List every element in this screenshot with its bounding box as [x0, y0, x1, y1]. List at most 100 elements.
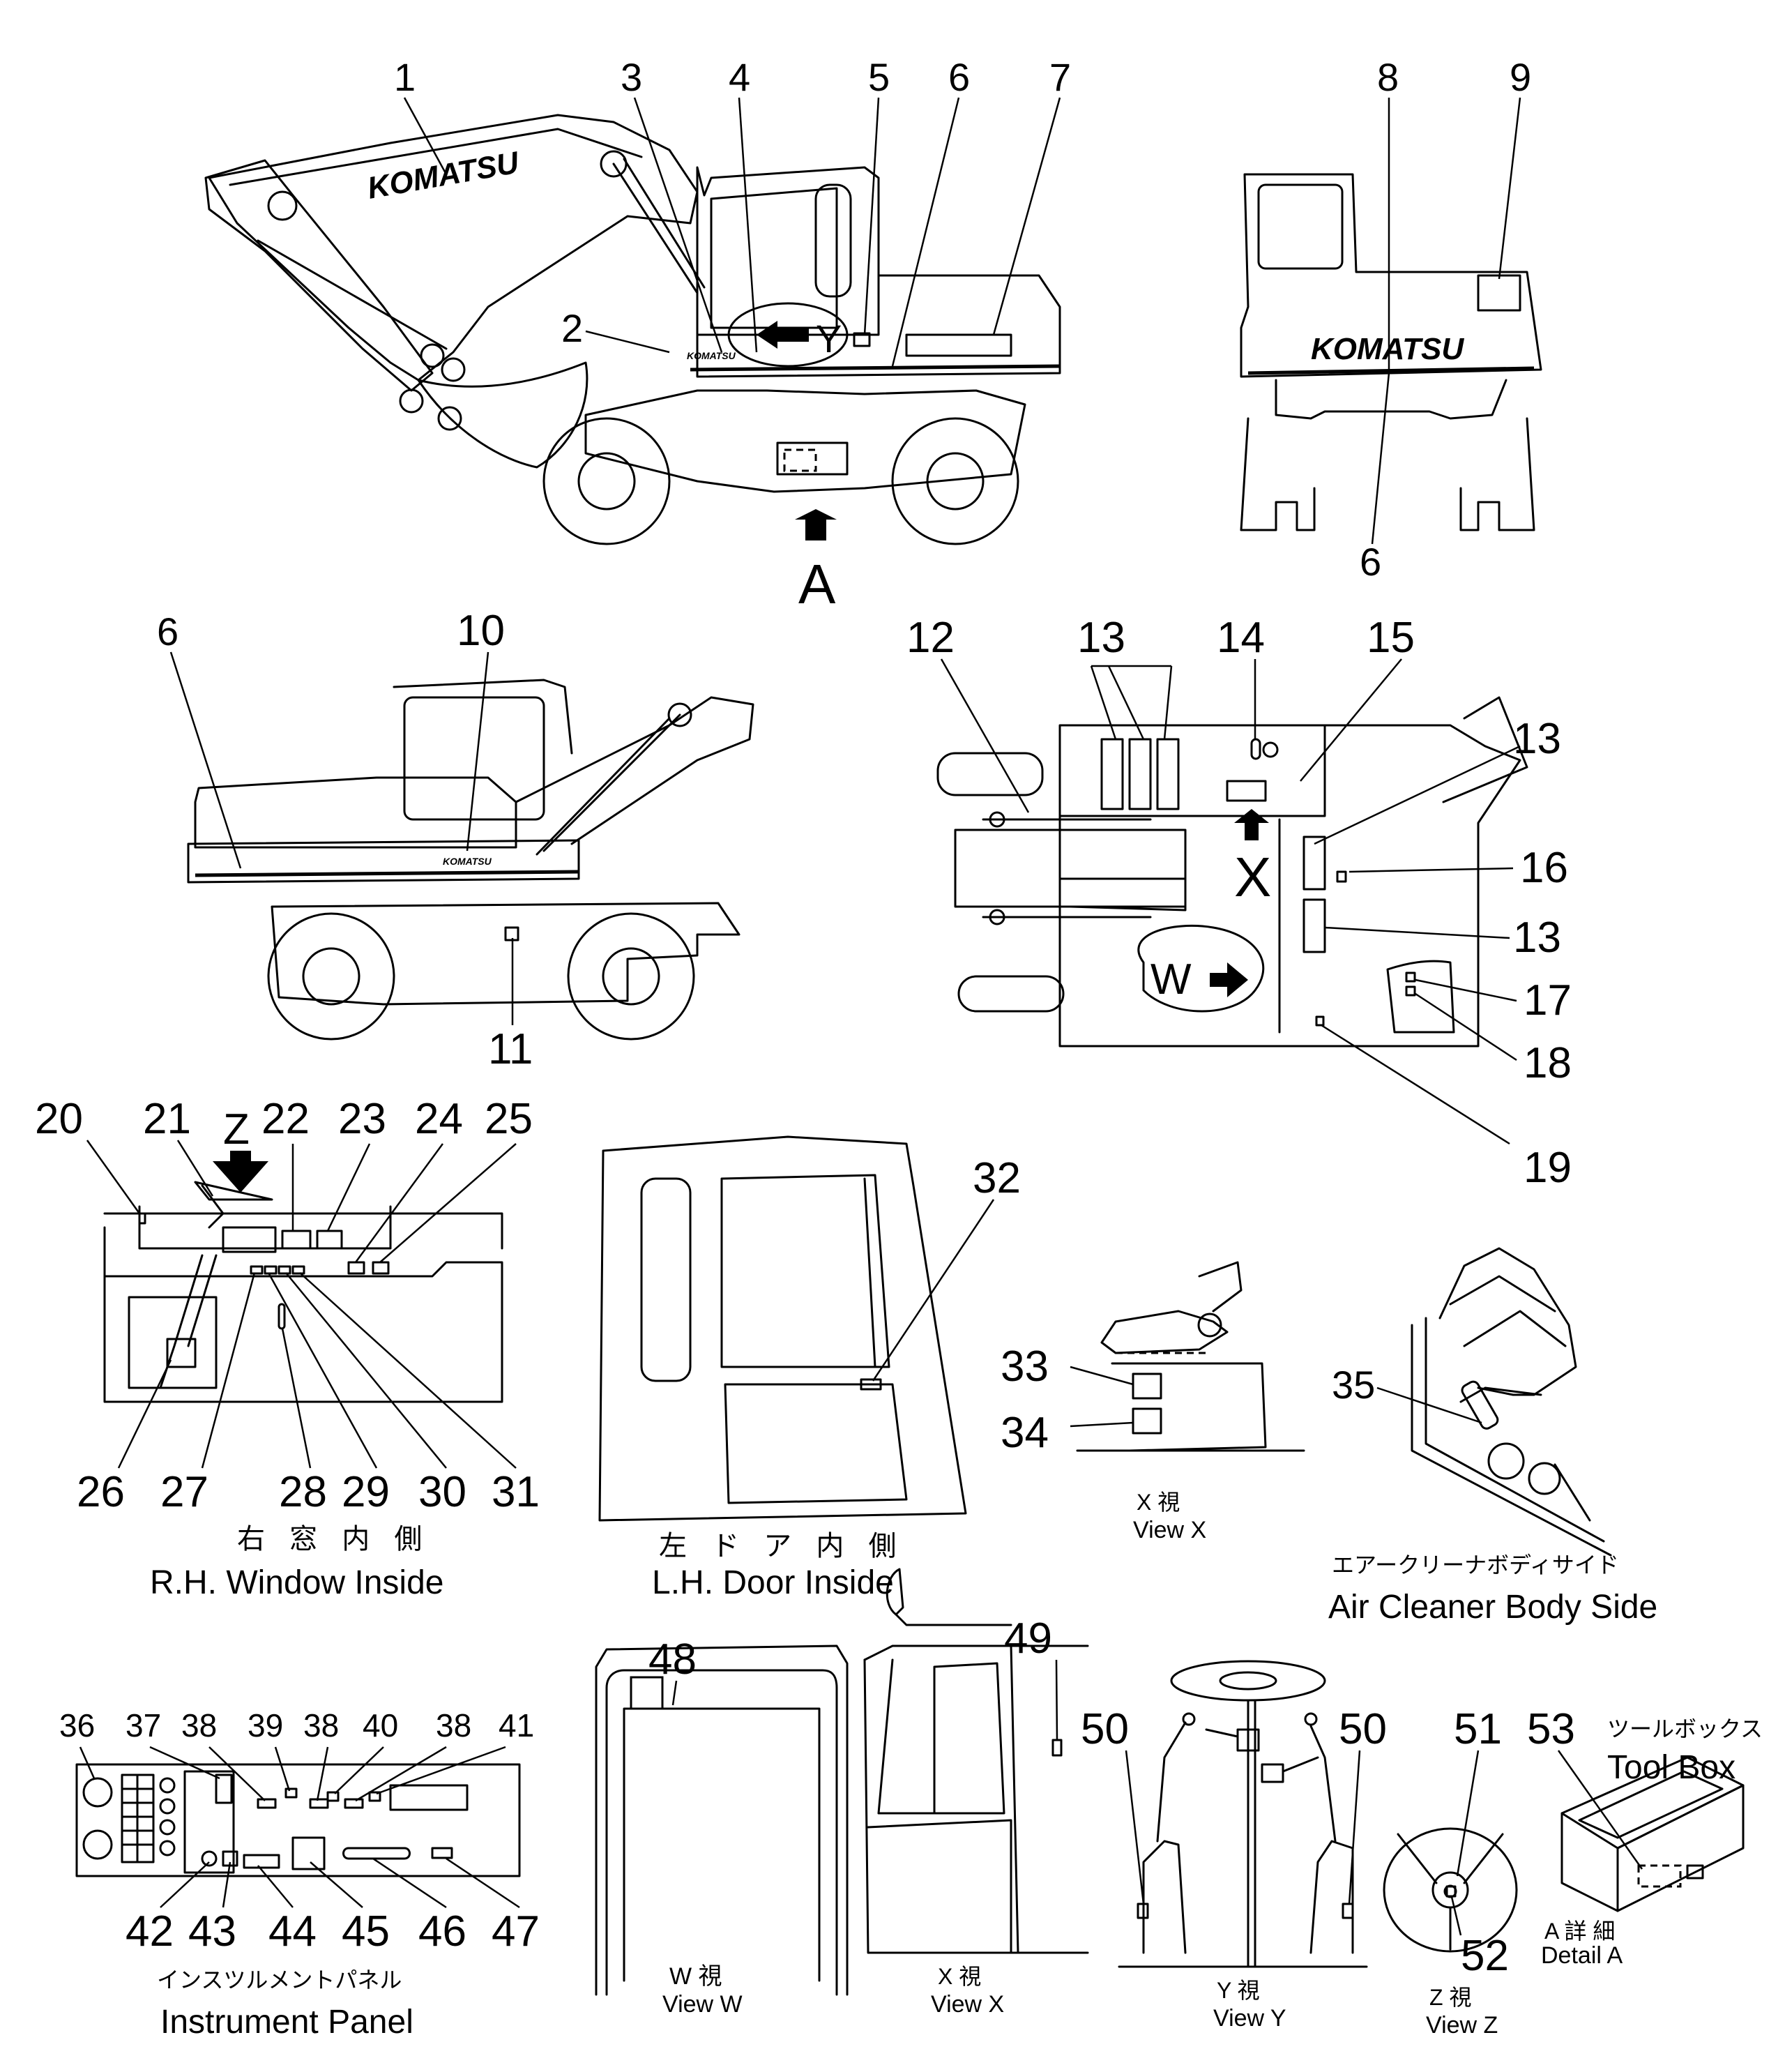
view-marker-x: X	[1234, 846, 1271, 908]
view-y-caption-en: View Y	[1213, 2005, 1286, 2032]
rh-window-inside-view: Z 20 21 22 23 24 25 26 27 28 29 30 31 右 …	[35, 1095, 540, 1601]
callout-49: 49	[1004, 1615, 1052, 1663]
callout-3: 3	[621, 55, 642, 99]
view-z-caption-jp: Z 視	[1429, 1985, 1471, 2010]
callout-21: 21	[143, 1095, 191, 1143]
callout-15: 15	[1367, 614, 1415, 662]
view-x2-caption-jp: X 視	[938, 1964, 981, 1989]
callout-11: 11	[488, 1025, 533, 1073]
callout-12: 12	[906, 614, 955, 662]
view-marker-y: Y	[816, 317, 842, 361]
callout-31: 31	[492, 1468, 540, 1516]
rh-window-caption-jp: 右 窓 内 側	[237, 1524, 430, 1555]
view-w-caption-en: View W	[662, 1991, 743, 2018]
callout-51: 51	[1454, 1705, 1502, 1753]
arrow-down-z-icon	[213, 1151, 268, 1193]
callout-37: 37	[126, 1707, 161, 1744]
callout-22: 22	[261, 1095, 310, 1143]
detail-a-caption-en: Detail A	[1541, 1942, 1623, 1969]
callout-36: 36	[59, 1707, 95, 1744]
callout-4: 4	[729, 55, 750, 99]
callout-30: 30	[418, 1468, 466, 1516]
view-z-steering: 51 52 Z 視 View Z	[1383, 1705, 1518, 2039]
callout-26: 26	[77, 1468, 125, 1516]
view-x-caption-en: View X	[1133, 1517, 1206, 1543]
arrow-right-icon	[1210, 962, 1248, 997]
callout-35: 35	[1332, 1363, 1375, 1407]
view-marker-w: W	[1150, 955, 1192, 1004]
view-x-caption-jp: X 視	[1137, 1490, 1180, 1515]
callout-20: 20	[35, 1095, 83, 1143]
lh-door-caption-jp: 左 ド ア 内 側	[659, 1531, 904, 1561]
view-y-controls: 50 50 Y 視 View Y	[1081, 1660, 1387, 2032]
air-cleaner-view: 35 エアークリーナボディサイド Air Cleaner Body Side	[1328, 1247, 1657, 1626]
callout-50-left: 50	[1081, 1705, 1129, 1753]
brand-decal-right: KOMATSU	[443, 856, 492, 867]
callout-44: 44	[268, 1907, 317, 1956]
callout-6-top: 6	[948, 55, 970, 99]
right-side-view: KOMATSU 6 10 11	[157, 607, 754, 1073]
air-cleaner-caption-jp: エアークリーナボディサイド	[1332, 1552, 1619, 1578]
air-cleaner-caption-en: Air Cleaner Body Side	[1328, 1589, 1657, 1626]
callout-28: 28	[279, 1468, 327, 1516]
callout-33: 33	[1001, 1343, 1049, 1391]
callout-17: 17	[1524, 976, 1572, 1024]
view-x-seat: 33 34 X 視 View X	[1001, 1261, 1305, 1543]
callout-45: 45	[342, 1907, 390, 1956]
callout-18: 18	[1524, 1039, 1572, 1087]
callout-10: 10	[457, 607, 505, 655]
view-z-caption-en: View Z	[1426, 2012, 1498, 2039]
view-marker-z: Z	[223, 1105, 250, 1154]
callout-8: 8	[1377, 55, 1399, 99]
callout-38-a: 38	[181, 1707, 217, 1744]
instrument-panel-view: 36 37 38 39 38 40 38 41 42 43 44 45 46 4…	[59, 1707, 540, 2041]
callout-46: 46	[418, 1907, 466, 1956]
callout-6-rear: 6	[1360, 540, 1381, 584]
callout-5: 5	[868, 55, 890, 99]
callout-40: 40	[363, 1707, 398, 1744]
callout-48: 48	[648, 1635, 697, 1684]
view-y-caption-jp: Y 視	[1217, 1978, 1260, 2003]
callout-47: 47	[492, 1907, 540, 1956]
brand-decal-cab: KOMATSU	[687, 350, 736, 361]
tool-box-caption-en: Tool Box	[1607, 1749, 1735, 1786]
view-marker-a: A	[798, 553, 836, 615]
instrument-caption-en: Instrument Panel	[160, 2004, 413, 2041]
callout-52: 52	[1461, 1932, 1509, 1980]
tool-box-detail: 53 ツールボックス Tool Box A 詳 細 Detail A	[1527, 1705, 1763, 1969]
callout-32: 32	[973, 1154, 1021, 1202]
view-w-window: 48 W 視 View W	[595, 1635, 849, 2018]
arrow-left-icon	[757, 321, 809, 349]
detail-a-caption-jp: A 詳 細	[1544, 1919, 1615, 1944]
callout-16: 16	[1520, 844, 1568, 892]
callout-9: 9	[1510, 55, 1531, 99]
callout-34: 34	[1001, 1409, 1049, 1457]
arrow-up-x-icon	[1234, 809, 1269, 840]
rear-view: KOMATSU 8 9 6	[1240, 55, 1542, 584]
top-view: W X 12 13 14 15 13 16 13 17 18 19	[906, 614, 1572, 1192]
callout-39: 39	[248, 1707, 283, 1744]
callout-13-a: 13	[1077, 614, 1125, 662]
callout-43: 43	[188, 1907, 236, 1956]
callout-6-right: 6	[157, 610, 178, 653]
brand-decal-rear: KOMATSU	[1311, 332, 1464, 366]
callout-7: 7	[1049, 55, 1071, 99]
callout-2: 2	[561, 306, 583, 350]
arrow-up-icon	[795, 509, 837, 540]
callout-14: 14	[1217, 614, 1265, 662]
callout-42: 42	[126, 1907, 174, 1956]
lh-door-inside-view: 32 左 ド ア 内 側 L.H. Door Inside	[598, 1135, 1021, 1601]
callout-1: 1	[394, 55, 416, 99]
callout-23: 23	[338, 1095, 386, 1143]
callout-13-c: 13	[1513, 914, 1561, 962]
callout-41: 41	[499, 1707, 534, 1744]
callout-27: 27	[160, 1468, 208, 1516]
callout-38-c: 38	[436, 1707, 471, 1744]
callout-53: 53	[1527, 1705, 1575, 1753]
callout-29: 29	[342, 1468, 390, 1516]
callout-25: 25	[485, 1095, 533, 1143]
callout-13-b: 13	[1513, 715, 1561, 763]
callout-38-b: 38	[303, 1707, 339, 1744]
view-x-cab: 49 X 視 View X	[863, 1568, 1089, 2018]
